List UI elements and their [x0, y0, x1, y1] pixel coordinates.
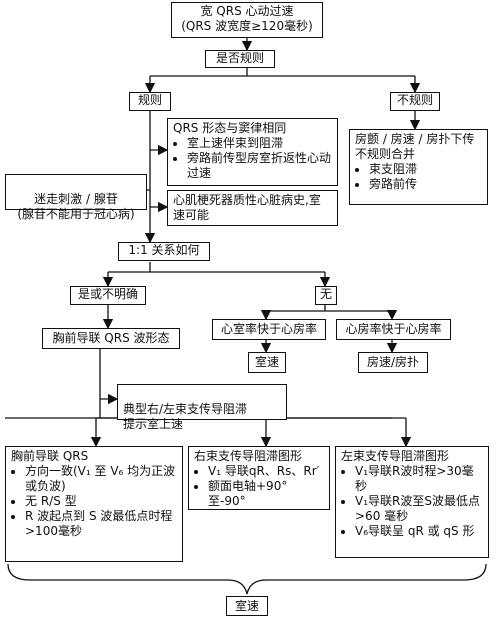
precordial-criteria-title: 胸前导联 QRS [11, 449, 89, 463]
atrial-tach-flutter-label: 房速/房扑 [366, 355, 420, 369]
lbbb-pattern-list: V₁导联R波时程>30毫秒 V₁导联R波至S波最低点>60 毫秒 V₆导联呈 q… [341, 464, 483, 539]
precordial-qrs-label: 胸前导联 QRS 波形态 [52, 331, 170, 345]
vagal-adenosine-box: 迷走刺激 / 腺苷 (腺苷不能用于冠心病) [5, 174, 147, 221]
regular-details-title: QRS 形态与窦律相同 [173, 121, 287, 135]
final-vt-box: 室速 [226, 596, 268, 616]
is-regular-label: 是否规则 [215, 51, 264, 65]
atrial-tach-flutter-box: 房速/房扑 [358, 352, 428, 373]
vt-result-label-1: 室速 [254, 355, 279, 369]
irregular-details-box: 房颤 / 房速 / 房扑下传不规则合并 束支阻滞 旁路前传 [349, 129, 488, 205]
irregular-label: 不规则 [396, 93, 433, 107]
mi-history-box: 心肌梗死器质性心脏病史,室速可能 [167, 190, 338, 226]
vt-result-box-1: 室速 [248, 352, 286, 373]
list-item: V₁导联R波至S波最低点>60 毫秒 [355, 494, 483, 524]
list-item: 室上速伴束到阻滞 [187, 136, 332, 151]
one-to-one-box: 1:1 关系如何 [118, 242, 210, 261]
list-item: 无 R/S 型 [25, 494, 177, 509]
regular-label: 规则 [137, 93, 162, 107]
atrium-faster-label: 心房率快于心房率 [345, 322, 442, 336]
list-item: 方向一致(V₁ 至 V₆ 均为正波或负波) [25, 464, 177, 494]
irregular-details-title: 房颤 / 房速 / 房扑下传不规则合并 [355, 132, 475, 161]
yes-unclear-box: 是或不明确 [70, 286, 146, 305]
wide-qrs-tachycardia-box: 宽 QRS 心动过速 (QRS 波宽度≥120毫秒) [171, 2, 323, 38]
is-regular-box: 是否规则 [205, 50, 275, 68]
list-item: R 波起点到 S 波最低点时程>100毫秒 [25, 509, 177, 539]
top-line1: 宽 QRS 心动过速 [200, 4, 294, 18]
final-vt-label: 室速 [234, 599, 259, 613]
yes-unclear-label: 是或不明确 [77, 287, 138, 301]
mi-history-text: 心肌梗死器质性心脏病史,室速可能 [173, 193, 321, 222]
ventricle-faster-box: 心室率快于心房率 [212, 319, 326, 340]
lbbb-pattern-title: 左束支传导阻滞图形 [341, 449, 450, 463]
list-item: 旁路前传型房室折返性心动过速 [187, 151, 332, 181]
no-box: 无 [315, 286, 337, 305]
regular-box: 规则 [129, 92, 171, 111]
regular-details-box: QRS 形态与窦律相同 室上速伴束到阻滞 旁路前传型房室折返性心动过速 [167, 118, 338, 186]
typical-bbb-text: 典型右/左束支传导阻滞 提示室上速 [123, 402, 248, 431]
no-label: 无 [319, 287, 332, 301]
ventricle-faster-label: 心室率快于心房率 [220, 322, 317, 336]
precordial-qrs-box: 胸前导联 QRS 波形态 [42, 328, 180, 349]
one-to-one-label: 1:1 关系如何 [128, 243, 200, 257]
top-line2: (QRS 波宽度≥120毫秒) [181, 19, 313, 33]
rbbb-pattern-title: 右束支传导阻滞图形 [194, 449, 303, 463]
rbbb-pattern-list: V₁ 导联qR、Rs、Rr′ 额面电轴+90°至-90° [194, 464, 324, 509]
lbbb-pattern-box: 左束支传导阻滞图形 V₁导联R波时程>30毫秒 V₁导联R波至S波最低点>60 … [335, 446, 489, 558]
rbbb-pattern-box: 右束支传导阻滞图形 V₁ 导联qR、Rs、Rr′ 额面电轴+90°至-90° [188, 446, 330, 510]
precordial-criteria-list: 方向一致(V₁ 至 V₆ 均为正波或负波) 无 R/S 型 R 波起点到 S 波… [11, 464, 177, 539]
list-item: V₁导联R波时程>30毫秒 [355, 464, 483, 494]
vagal-adenosine-text: 迷走刺激 / 腺苷 (腺苷不能用于冠心病) [17, 192, 135, 221]
list-item: V₁ 导联qR、Rs、Rr′ [208, 464, 324, 479]
regular-details-list: 室上速伴束到阻滞 旁路前传型房室折返性心动过速 [173, 136, 332, 181]
list-item: V₆导联呈 qR 或 qS 形 [355, 524, 483, 539]
list-item: 额面电轴+90°至-90° [208, 479, 324, 509]
irregular-box: 不规则 [390, 92, 440, 111]
precordial-criteria-box: 胸前导联 QRS 方向一致(V₁ 至 V₆ 均为正波或负波) 无 R/S 型 R… [5, 446, 183, 562]
typical-bbb-box: 典型右/左束支传导阻滞 提示室上速 [117, 384, 287, 431]
irregular-details-list: 束支阻滞 旁路前传 [355, 162, 482, 192]
list-item: 旁路前传 [369, 177, 482, 192]
list-item: 束支阻滞 [369, 162, 482, 177]
atrium-faster-box: 心房率快于心房率 [336, 319, 451, 340]
